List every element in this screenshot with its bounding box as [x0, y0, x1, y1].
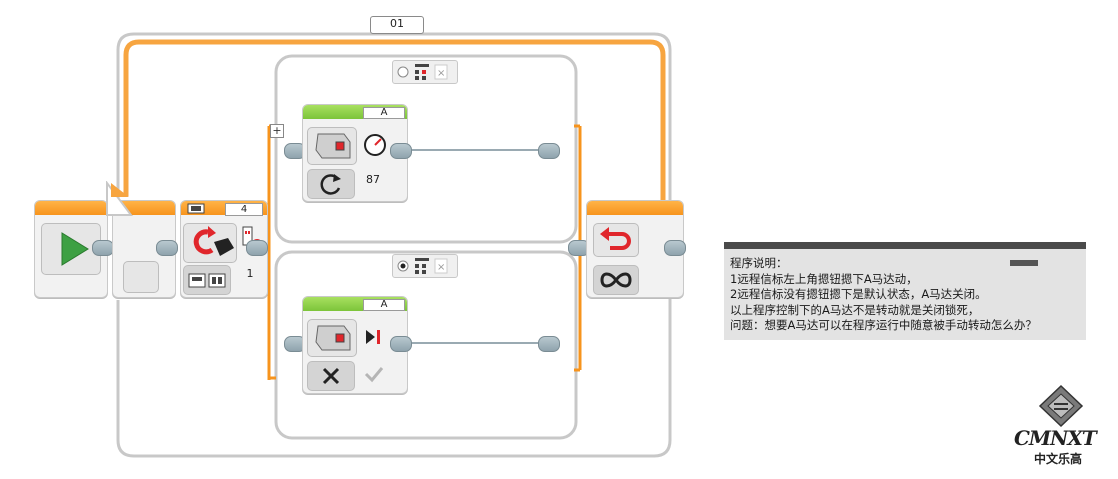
- comment-header-bar: [724, 242, 1086, 249]
- motor-a-power-value[interactable]: 87: [366, 173, 380, 186]
- comment-line: 以上程序控制下的A马达不是转动就是关闭锁死，: [730, 302, 980, 317]
- motor-a-output-port: [390, 143, 412, 159]
- logo-brand: CMNXT: [1014, 426, 1097, 450]
- case-bottom-end-port: [538, 336, 560, 352]
- motor-b-mode-tile[interactable]: [307, 361, 355, 391]
- brake-icon: [366, 330, 380, 344]
- comment-line: 问题：想要A马达可以在程序运行中随意被手动转动怎么办？: [730, 318, 1037, 332]
- motor-a-port-label[interactable]: A: [363, 107, 405, 119]
- loop-input-tile: [123, 261, 159, 293]
- motor-a-mode-tile[interactable]: [307, 169, 355, 199]
- motor-a-off-block[interactable]: A: [302, 296, 408, 394]
- switch-value[interactable]: 4: [225, 203, 263, 216]
- off-icon: [322, 367, 340, 385]
- brick-buttons-icon: [188, 273, 226, 288]
- cmnxt-logo: CMNXT 中文乐高: [1014, 384, 1114, 474]
- remove-case-icon: ×: [437, 262, 445, 273]
- beacon-icon: [193, 226, 234, 256]
- motor-icon-tile: [307, 319, 357, 357]
- rotate-icon: [320, 174, 341, 195]
- logo-subtitle: 中文乐高: [1034, 452, 1083, 466]
- motor-b-output-port: [390, 336, 412, 352]
- loop-end-tile[interactable]: [593, 223, 639, 257]
- add-case-icon[interactable]: +: [270, 124, 284, 138]
- switch-case-top-frame: [274, 54, 578, 244]
- comment-line: 1远程信标左上角摁钮摁下A马达动，: [730, 271, 918, 286]
- medium-motor-icon: [315, 325, 351, 351]
- comment-line: 程序说明：: [730, 256, 788, 270]
- comment-line: 2远程信标没有摁钮摁下是默认状态，A马达关闭。: [730, 287, 987, 301]
- motor-b-port-label[interactable]: A: [363, 299, 405, 311]
- power-gauge-icon: [364, 134, 386, 156]
- top-case-tab[interactable]: ×: [392, 60, 458, 84]
- loop-start-block[interactable]: [106, 181, 176, 298]
- loop-name-label[interactable]: 01: [370, 16, 424, 34]
- bottom-case-tab[interactable]: ×: [392, 254, 458, 278]
- loop-start-output-port: [156, 240, 178, 256]
- loop-end-output-port: [664, 240, 686, 256]
- motor-icon-tile: [307, 127, 357, 165]
- comment-box[interactable]: 程序说明： 1远程信标左上角摁钮摁下A马达动， 2远程信标没有摁钮摁下是默认状态…: [724, 242, 1086, 340]
- remove-case-icon: ×: [437, 68, 445, 79]
- comment-resize-icon[interactable]: [1010, 260, 1038, 266]
- logo-diamond-icon: [1038, 384, 1084, 428]
- comment-text: 程序说明： 1远程信标左上角摁钮摁下A马达动， 2远程信标没有摁钮摁下是默认状态…: [730, 256, 1037, 334]
- switch-mode-tile[interactable]: [183, 265, 231, 295]
- loop-mode-tile[interactable]: [593, 265, 639, 295]
- start-output-port: [92, 240, 114, 256]
- switch-output-port: [246, 240, 268, 256]
- loop-corner-icon: [106, 181, 133, 216]
- switch-case-bottom-frame: [274, 250, 578, 440]
- loop-sequence-wire: [123, 39, 666, 200]
- switch-mode-icon: [187, 203, 205, 214]
- switch-port-value[interactable]: 1: [246, 267, 254, 280]
- infinity-icon: [600, 272, 632, 288]
- medium-motor-icon: [315, 133, 351, 159]
- play-icon: [61, 232, 89, 266]
- loop-frame-top: [116, 32, 672, 200]
- loop-back-icon: [600, 227, 631, 250]
- case-top-end-port: [538, 143, 560, 159]
- start-tile[interactable]: [41, 223, 101, 275]
- case-radio-icon: [397, 66, 409, 78]
- check-icon: [364, 367, 384, 383]
- beacon-sensor-tile[interactable]: [183, 223, 237, 263]
- loop-frame-bottom: [116, 294, 672, 458]
